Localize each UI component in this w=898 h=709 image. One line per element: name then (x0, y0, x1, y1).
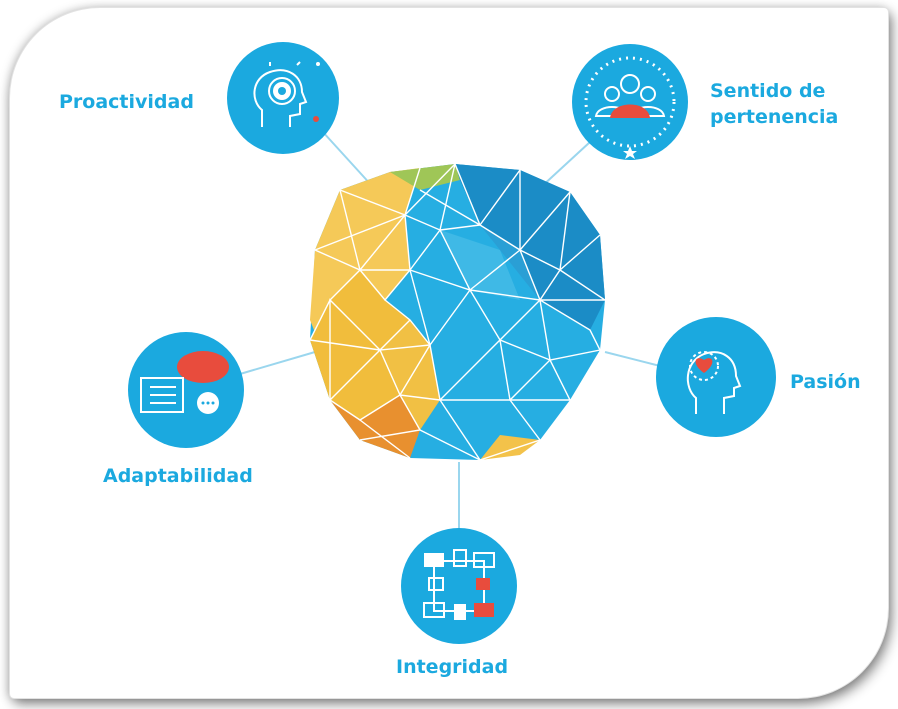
label-sentido-line1: Sentido de (710, 80, 826, 102)
label-adaptabilidad: Adaptabilidad (103, 465, 253, 487)
proactividad-node (227, 42, 339, 154)
sentido-node (572, 44, 688, 160)
pasion-node (656, 317, 776, 437)
diagram-card: Proactividad Sentido de pertenencia Adap… (10, 8, 888, 698)
people-in-star-ring-icon (594, 74, 666, 159)
head-with-heart-icon (686, 351, 742, 414)
chat-bubbles-icon (140, 351, 229, 414)
head-with-gear-icon (253, 61, 308, 127)
connector-lines (239, 130, 669, 528)
label-sentido-line2: pertenencia (710, 106, 839, 128)
label-integridad: Integridad (396, 656, 509, 678)
values-diagram (128, 42, 776, 644)
joined-hands-icon (423, 549, 495, 620)
label-pasion: Pasión (790, 371, 861, 393)
label-proactividad: Proactividad (59, 91, 194, 113)
central-sphere (309, 161, 608, 462)
integridad-node (401, 528, 517, 644)
adaptabilidad-node (128, 332, 244, 448)
